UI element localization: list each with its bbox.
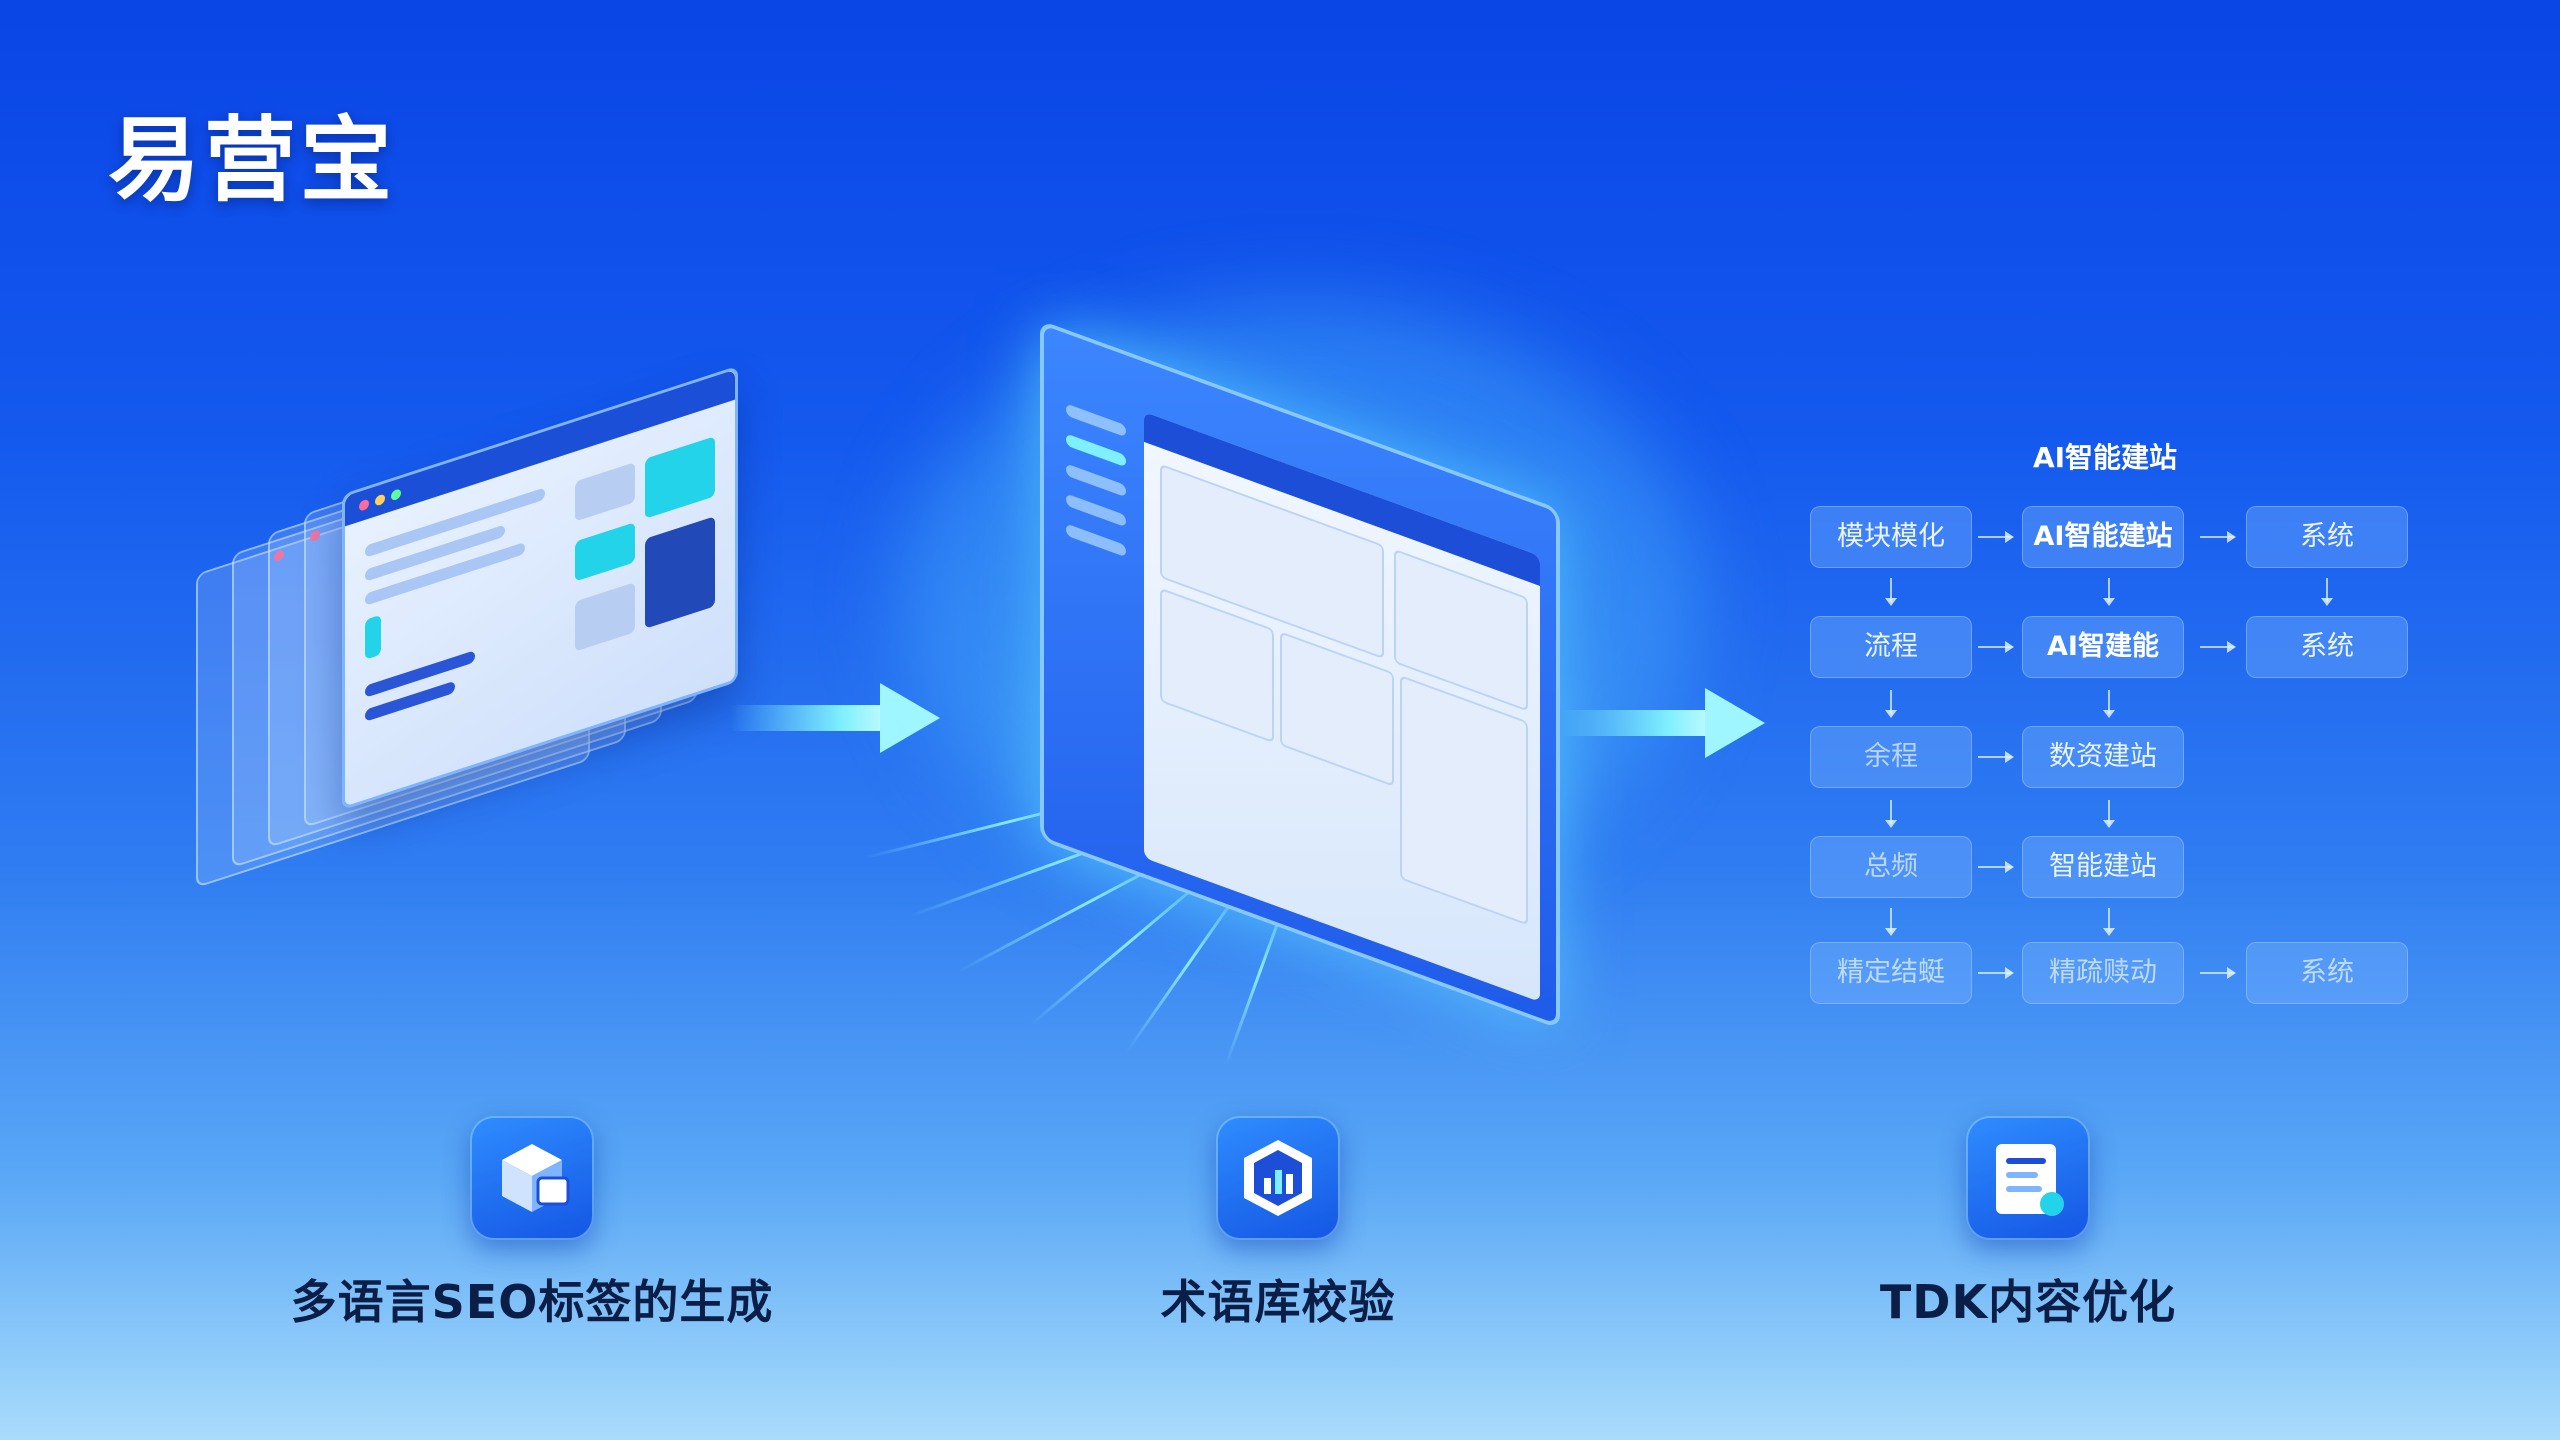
window-dot (375, 493, 385, 507)
content-card (575, 522, 635, 582)
sidebar-pill (1066, 463, 1126, 498)
sidebar-pill (1066, 493, 1126, 528)
content-card (645, 516, 715, 629)
flow-node: AI智建能 (2022, 616, 2184, 678)
arrow-down-icon (2103, 800, 2115, 828)
arrow-right-icon (1978, 967, 2014, 979)
cube-tag-icon (470, 1116, 594, 1240)
monitor-frame (1040, 320, 1560, 1030)
arrow-right-icon (2200, 531, 2236, 543)
sidebar-pill (1066, 523, 1126, 558)
arrow-right-icon (1978, 861, 2014, 873)
flow-node: 精疏赎动 (2022, 942, 2184, 1004)
page-title: 易营宝 (108, 107, 397, 214)
flow-node: 总频 (1810, 836, 1972, 898)
content-card (575, 582, 635, 652)
chart-shield-icon (1216, 1116, 1340, 1240)
monitor-illustration (1040, 320, 1560, 1030)
content-card (645, 436, 715, 519)
arrow-down-icon (1885, 908, 1897, 936)
arrow-shaft (1560, 710, 1715, 736)
flow-node: 数资建站 (2022, 726, 2184, 788)
arrow-shaft (730, 705, 890, 731)
arrow-right-icon (1978, 641, 2014, 653)
document-edit-icon (1966, 1116, 2090, 1240)
monitor-screen (1144, 411, 1540, 1002)
flow-node: 系统 (2246, 506, 2408, 568)
arrow-down-icon (2103, 578, 2115, 606)
sidebar-pill (1066, 403, 1126, 438)
monitor-sidebar (1058, 381, 1138, 856)
flow-node: 智能建站 (2022, 836, 2184, 898)
flow-node: 模块模化 (1810, 506, 1972, 568)
feature-seo-tags: 多语言SEO标签的生成 (252, 1116, 812, 1332)
arrow-right-icon (1978, 531, 2014, 543)
arrow-down-icon (1885, 578, 1897, 606)
arrow-right-icon (2200, 967, 2236, 979)
arrow-head (1705, 688, 1765, 758)
arrow-down-icon (2103, 908, 2115, 936)
flow-node: 系统 (2246, 616, 2408, 678)
feature-label: 多语言SEO标签的生成 (290, 1275, 774, 1329)
flow-node: 流程 (1810, 616, 1972, 678)
arrow-right-icon (730, 683, 940, 753)
flow-node: AI智能建站 (2022, 506, 2184, 568)
stacked-windows-illustration (180, 365, 740, 980)
accent-block (365, 614, 381, 660)
arrow-right-icon (2200, 641, 2236, 653)
feature-tdk-optimize: TDK内容优化 (1748, 1116, 2308, 1332)
arrow-right-icon (1978, 751, 2014, 763)
arrow-head (880, 683, 940, 753)
flow-node: 精定结蜓 (1810, 942, 1972, 1004)
feature-term-check: 术语库校验 (998, 1116, 1558, 1332)
arrow-down-icon (1885, 690, 1897, 718)
arrow-down-icon (1885, 800, 1897, 828)
window-dot (391, 488, 401, 502)
feature-label: TDK内容优化 (1879, 1275, 2177, 1329)
arrow-down-icon (2321, 578, 2333, 606)
feature-label: 术语库校验 (1160, 1275, 1396, 1329)
content-card (575, 462, 635, 522)
flow-node: 系统 (2246, 942, 2408, 1004)
sidebar-pill (1066, 433, 1126, 468)
screen-card (1400, 675, 1528, 926)
front-window (342, 365, 738, 811)
flow-title: AI智能建站 (2032, 441, 2178, 474)
window-dot (359, 498, 369, 512)
arrow-down-icon (2103, 690, 2115, 718)
flow-node: 余程 (1810, 726, 1972, 788)
arrow-right-icon (1560, 688, 1770, 758)
